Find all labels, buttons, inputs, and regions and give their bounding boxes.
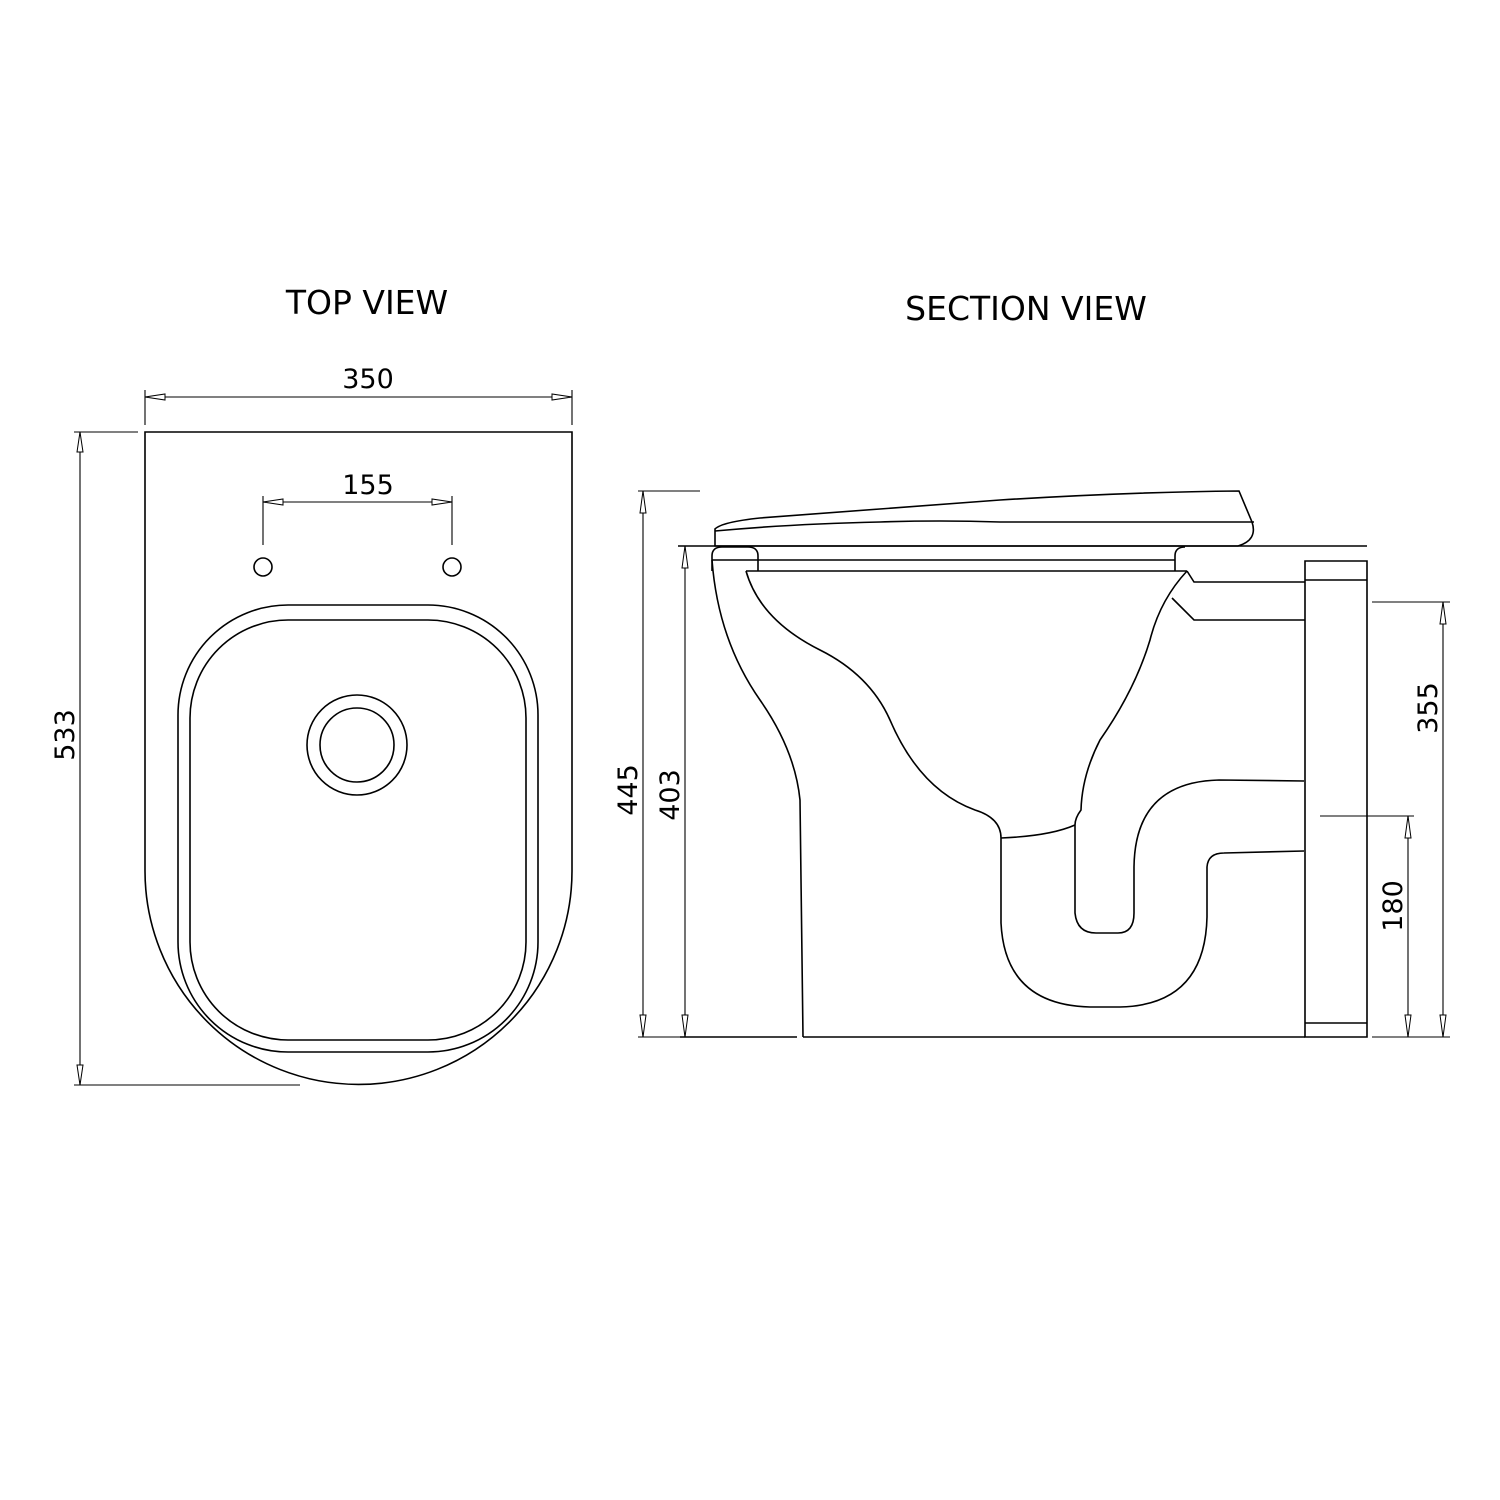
top-view [144, 431, 573, 1086]
section-view [678, 490, 1368, 1038]
dimension-350: 350 [144, 364, 573, 425]
rim-inner-line [712, 546, 1186, 571]
back-wall-box [1304, 560, 1368, 1038]
dimension-label-403: 403 [655, 769, 686, 821]
dimension-label-155: 155 [342, 470, 394, 501]
dimension-403: 403 [655, 545, 710, 1038]
seat-lid [714, 490, 1255, 547]
seat-fixing-hole-left [253, 557, 273, 577]
inlet-spigot [1171, 570, 1305, 621]
top-view-title: TOP VIEW [285, 283, 448, 322]
bowl-inner-front [745, 570, 1002, 839]
pedestal-front [711, 559, 804, 1038]
dimension-label-445: 445 [613, 764, 644, 816]
dimension-445: 445 [613, 490, 700, 1038]
pan-outline [144, 431, 573, 1086]
dimension-label-355: 355 [1413, 682, 1444, 734]
dimension-label-533: 533 [50, 709, 81, 761]
section-view-title: SECTION VIEW [905, 289, 1147, 328]
trap-inner [1074, 779, 1305, 934]
dimension-180: 180 [1320, 815, 1414, 1038]
dimension-355: 355 [1372, 601, 1450, 1038]
rim-front [711, 546, 759, 571]
dimension-label-180: 180 [1378, 880, 1409, 932]
dimension-155: 155 [262, 470, 453, 545]
bowl-inner-back [1074, 570, 1188, 826]
water-seal-line [1000, 824, 1076, 839]
dimension-label-350: 350 [342, 364, 394, 395]
seat-fixing-hole-right [442, 557, 462, 577]
dimension-533: 533 [50, 431, 300, 1086]
seat-lid-underside [714, 520, 1254, 532]
trap-outer [1000, 838, 1305, 1008]
rim-outer [177, 604, 539, 1053]
rim-inner [189, 619, 527, 1041]
outlet-inner [319, 707, 395, 783]
outlet-outer [306, 694, 408, 796]
